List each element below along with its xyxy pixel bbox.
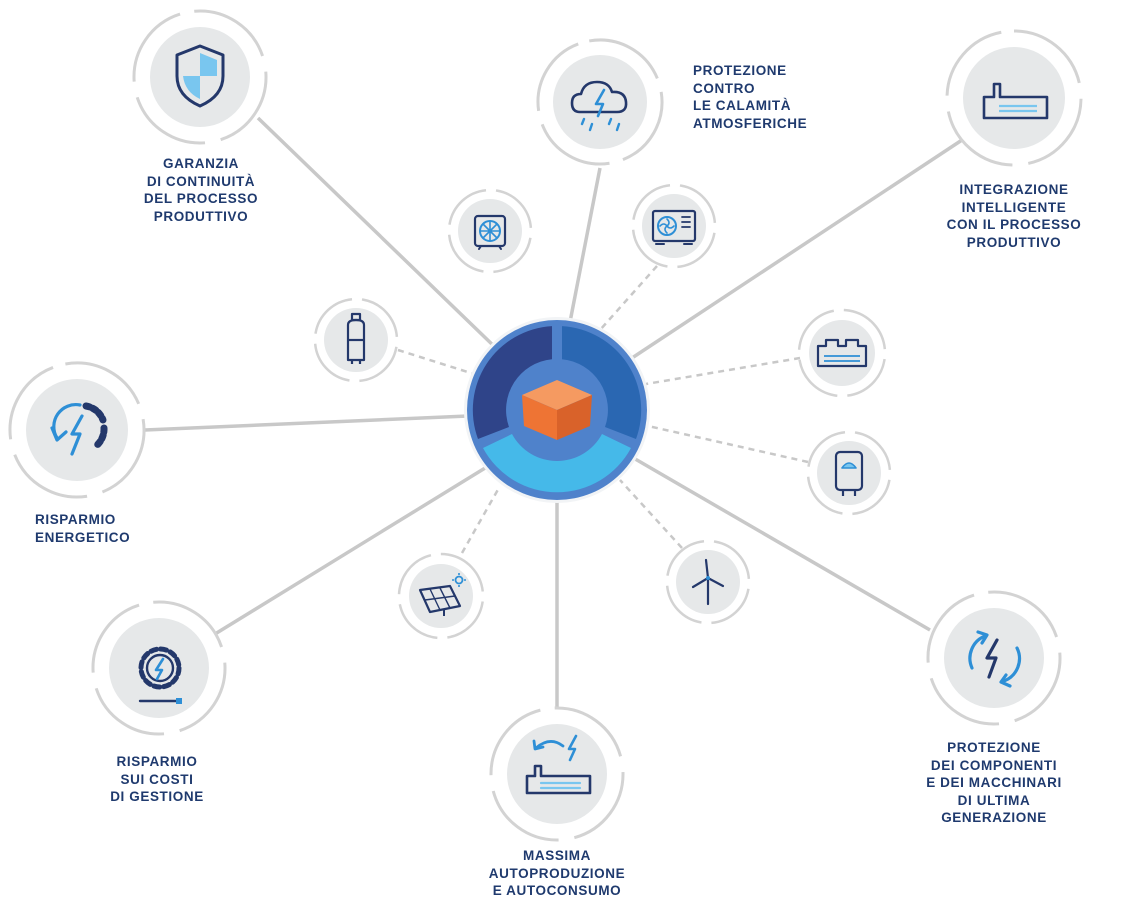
device-node-heatpump bbox=[631, 183, 717, 269]
recycle-bolt-icon bbox=[968, 630, 1022, 688]
label-energy: RISPARMIO ENERGETICO bbox=[35, 512, 131, 545]
benefit-node-continuity bbox=[132, 9, 268, 145]
factory-energy-icon bbox=[525, 734, 592, 795]
label-costs: RISPARMIO SUI COSTI DI GESTIONE bbox=[110, 754, 204, 804]
device-node-generator bbox=[797, 308, 887, 398]
label-integration: INTEGRAZIONE INTELLIGENTE CON IL PROCESS… bbox=[946, 182, 1082, 250]
gas-cylinder-icon bbox=[346, 312, 366, 364]
benefit-node-integration bbox=[945, 29, 1083, 167]
benefit-node-selfconsumption bbox=[489, 706, 625, 842]
orange-cube-icon bbox=[522, 380, 592, 440]
gear-bolt-icon bbox=[138, 646, 182, 704]
device-node-solar bbox=[397, 552, 485, 640]
label-machinery: PROTEZIONE DEI COMPONENTI E DEI MACCHINA… bbox=[926, 740, 1062, 825]
device-node-wind bbox=[665, 539, 751, 625]
connector-lines bbox=[144, 116, 963, 708]
factory-icon bbox=[982, 82, 1049, 120]
benefit-node-machinery bbox=[926, 590, 1062, 726]
generator-icon bbox=[816, 338, 868, 368]
label-weather: PROTEZIONE CONTRO LE CALAMITÀ ATMOSFERIC… bbox=[693, 63, 808, 131]
energy-cycle-icon bbox=[50, 402, 108, 456]
central-hub bbox=[464, 317, 650, 503]
heat-pump-icon bbox=[651, 209, 697, 245]
solar-panel-icon bbox=[418, 573, 466, 616]
cooling-fan-icon bbox=[473, 214, 507, 250]
benefit-node-weather bbox=[536, 38, 664, 166]
device-node-fan bbox=[447, 188, 533, 274]
storm-cloud-icon bbox=[570, 80, 628, 132]
device-node-cylinder bbox=[313, 297, 399, 383]
label-continuity: GARANZIA DI CONTINUITÀ DEL PROCESSO PROD… bbox=[143, 156, 259, 224]
wind-turbine-icon bbox=[691, 558, 725, 606]
device-connector-lines bbox=[397, 265, 809, 554]
benefit-node-costs bbox=[91, 600, 227, 736]
label-selfconsumption: MASSIMA AUTOPRODUZIONE E AUTOCONSUMO bbox=[488, 848, 626, 898]
benefit-node-energy bbox=[8, 361, 146, 499]
device-node-boiler bbox=[806, 430, 892, 516]
water-heater-icon bbox=[834, 450, 864, 496]
shield-icon bbox=[175, 44, 225, 108]
